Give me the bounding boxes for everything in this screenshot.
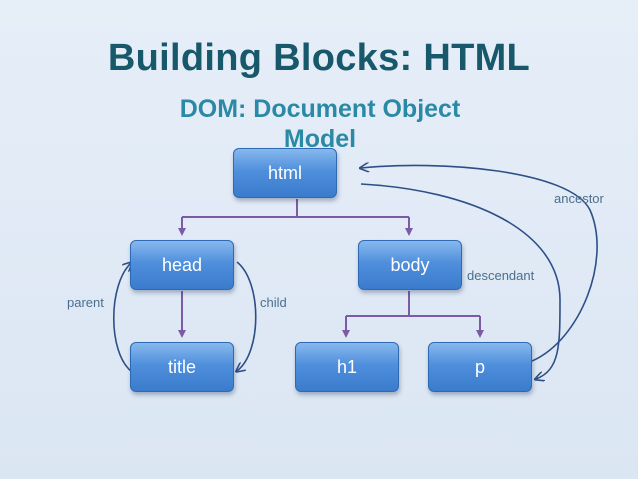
label-descendant: descendant [467,268,535,283]
descendant-arrow [360,183,561,379]
slide-title: Building Blocks: HTML [107,37,531,79]
ancestor-arrow [361,165,598,362]
parent-arrow [112,263,131,372]
node-p: p [428,342,532,392]
node-body: body [358,240,462,290]
node-head: head [130,240,234,290]
node-html: html [233,148,337,198]
label-ancestor: ancestor [554,191,604,206]
tree-connectors-body [342,291,484,338]
label-child: child [260,295,287,310]
child-arrow [237,261,257,371]
node-title: title [130,342,234,392]
node-h1: h1 [295,342,399,392]
tree-connectors-html [178,199,413,236]
label-parent: parent [67,295,104,310]
